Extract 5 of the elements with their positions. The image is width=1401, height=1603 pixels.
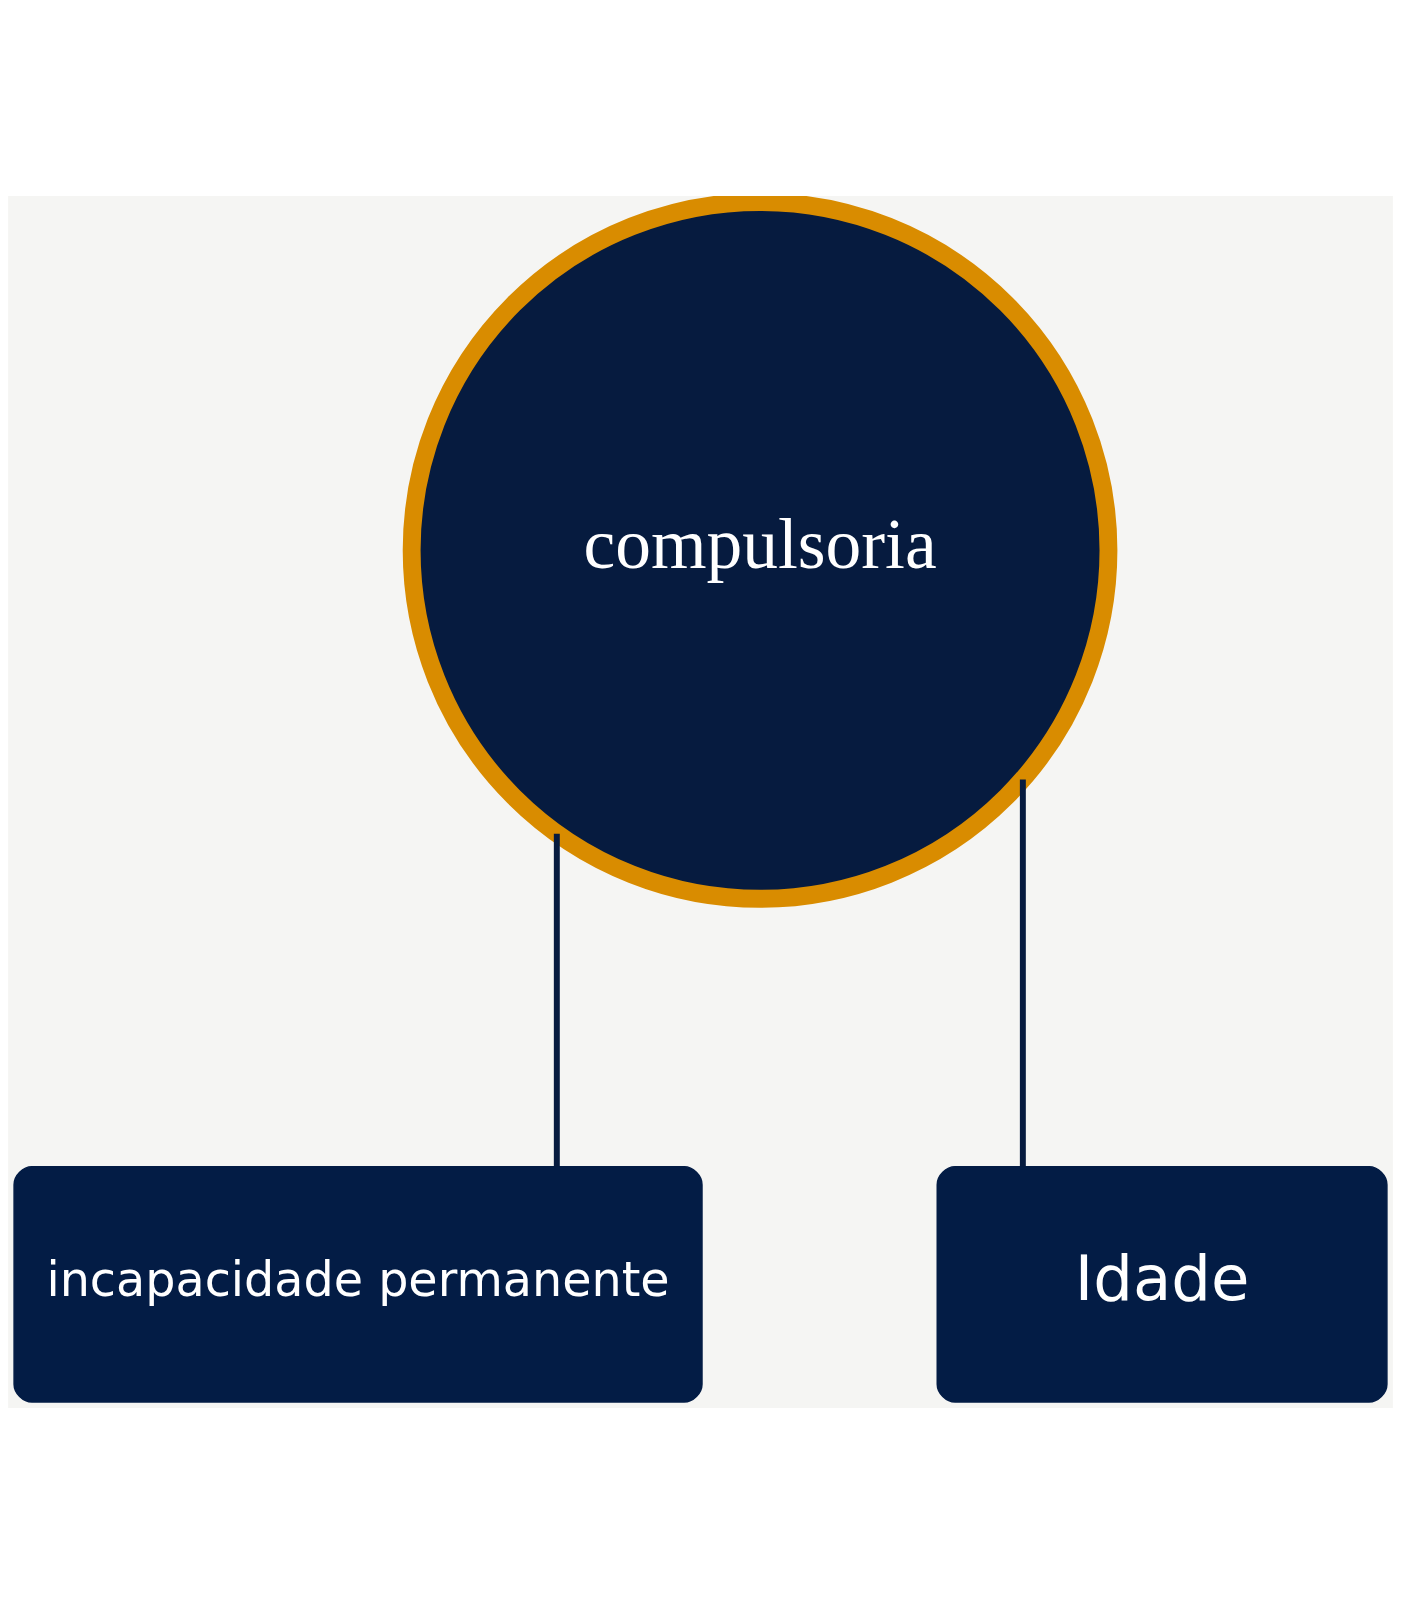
connector <box>1019 779 1026 1166</box>
node-circle: compulsoria <box>402 195 1118 908</box>
node-box: incapacidade permanente <box>13 1165 703 1403</box>
node-box: Idade <box>936 1165 1388 1403</box>
connector <box>553 833 560 1166</box>
